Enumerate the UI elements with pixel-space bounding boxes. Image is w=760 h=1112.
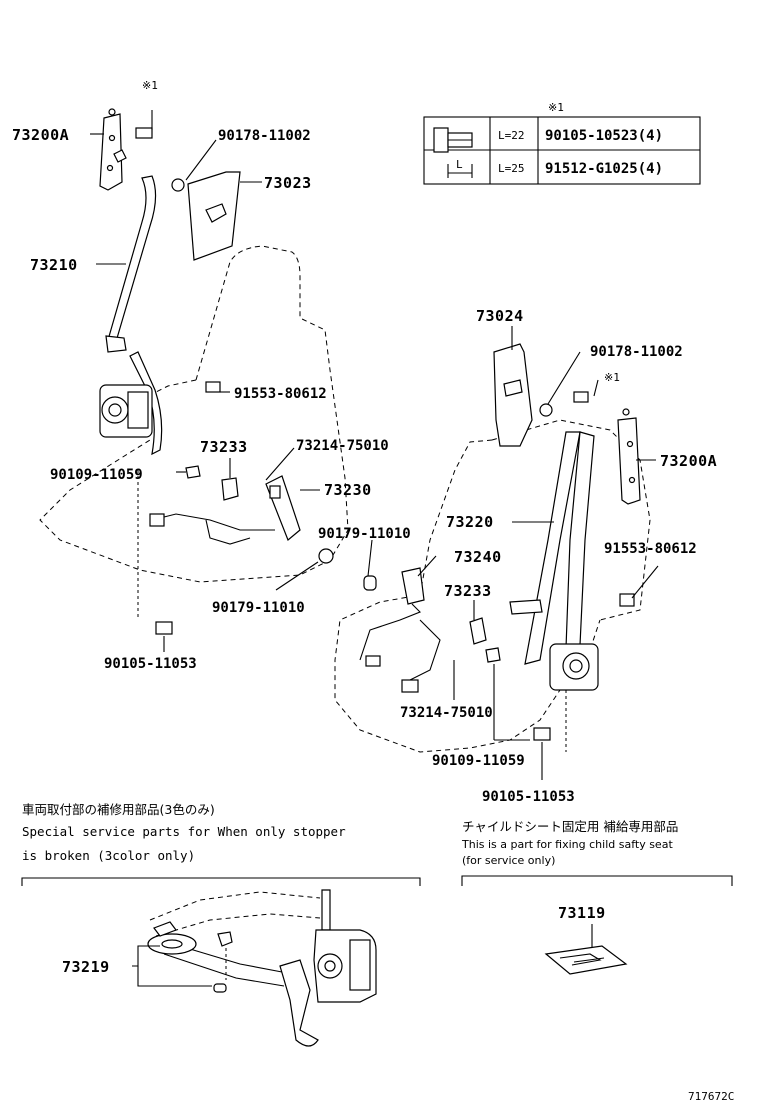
child-seat-note-jp: チャイルドシート固定用 補給専用部品: [462, 819, 678, 834]
bolt-row-1-length: L=22: [498, 129, 525, 142]
right-label-73200A: 73200A: [660, 452, 717, 470]
right-buckle-73240: [359, 567, 441, 693]
left-pillar-cover-73023: [187, 171, 241, 261]
right-leader-lines: [367, 326, 659, 780]
bolt-row-1-part: 90105-10523(4): [545, 128, 663, 144]
child-seat-part-73119: 73119: [558, 904, 606, 922]
right-label-91553-80612: 91553-80612: [604, 541, 697, 557]
right-label-73214-75010: 73214-75010: [400, 705, 493, 721]
left-label-73230: 73230: [324, 481, 372, 499]
right-height-adjuster: [617, 408, 641, 505]
left-label-90178-11002: 90178-11002: [218, 128, 311, 144]
left-retractor: [99, 335, 153, 438]
figure-id: 717672C: [688, 1090, 734, 1103]
service-note-en-line2: is broken (3color only): [22, 848, 195, 863]
right-pillar-cover-73024: [493, 343, 533, 447]
left-label-73233: 73233: [200, 438, 248, 456]
child-seat-note-en-line2: (for service only): [462, 854, 555, 867]
bolt-row-2-length: L=25: [498, 162, 525, 175]
left-label-73200A: 73200A: [12, 126, 69, 144]
right-label-90178-11002: 90178-11002: [590, 344, 683, 360]
right-label-90179-11010: 90179-11010: [318, 526, 411, 542]
right-label-73220: 73220: [446, 513, 494, 531]
left-leader-lines: [90, 110, 320, 652]
left-label-73023: 73023: [264, 174, 312, 192]
right-fasteners: [363, 391, 635, 741]
service-part-73219: 73219: [62, 958, 110, 976]
service-note-jp: 車両取付部の補修用部品(3色のみ): [22, 802, 215, 817]
left-label-90109-11059: 90109-11059: [50, 467, 143, 483]
left-height-adjuster: [99, 108, 153, 191]
child-seat-note-en-line1: This is a part for fixing child safty se…: [461, 838, 673, 851]
child-seat-section: チャイルドシート固定用 補給専用部品 This is a part for fi…: [461, 819, 733, 975]
right-belt-webbing: [509, 431, 595, 665]
left-seat-outline: [39, 245, 349, 583]
left-buckle-73230: [149, 475, 301, 545]
left-label-91553-80612: 91553-80612: [234, 386, 327, 402]
left-fasteners: [155, 178, 334, 635]
bolt-length-label: L: [456, 158, 463, 171]
right-label-90109-11059: 90109-11059: [432, 753, 525, 769]
right-retractor: [549, 643, 599, 691]
bolt-reference-table: ※1 L L=22 90105-10523(4) L=25 91512-G102…: [423, 101, 701, 185]
left-ref-mark: ※1: [142, 79, 158, 92]
right-label-73233: 73233: [444, 582, 492, 600]
right-label-73024: 73024: [476, 307, 524, 325]
right-ref-mark: ※1: [604, 371, 620, 384]
bolt-sketch: L: [433, 127, 473, 178]
right-label-73240: 73240: [454, 548, 502, 566]
bolt-table-title: ※1: [548, 101, 564, 114]
left-label-90179-11010: 90179-11010: [212, 600, 305, 616]
left-label-90105-11053: 90105-11053: [104, 656, 197, 672]
left-label-73210: 73210: [30, 256, 78, 274]
service-note-en-line1: Special service parts for When only stop…: [22, 824, 346, 839]
left-label-73214-75010: 73214-75010: [296, 438, 389, 454]
right-seat-outline: [334, 419, 651, 753]
service-belt-sketch: [147, 889, 377, 1047]
bolt-row-2-part: 91512-G1025(4): [545, 161, 663, 177]
child-seat-anchor-sketch: [544, 945, 628, 975]
right-label-90105-11053: 90105-11053: [482, 789, 575, 805]
service-parts-section: 車両取付部の補修用部品(3色のみ) Special service parts …: [21, 802, 421, 1047]
